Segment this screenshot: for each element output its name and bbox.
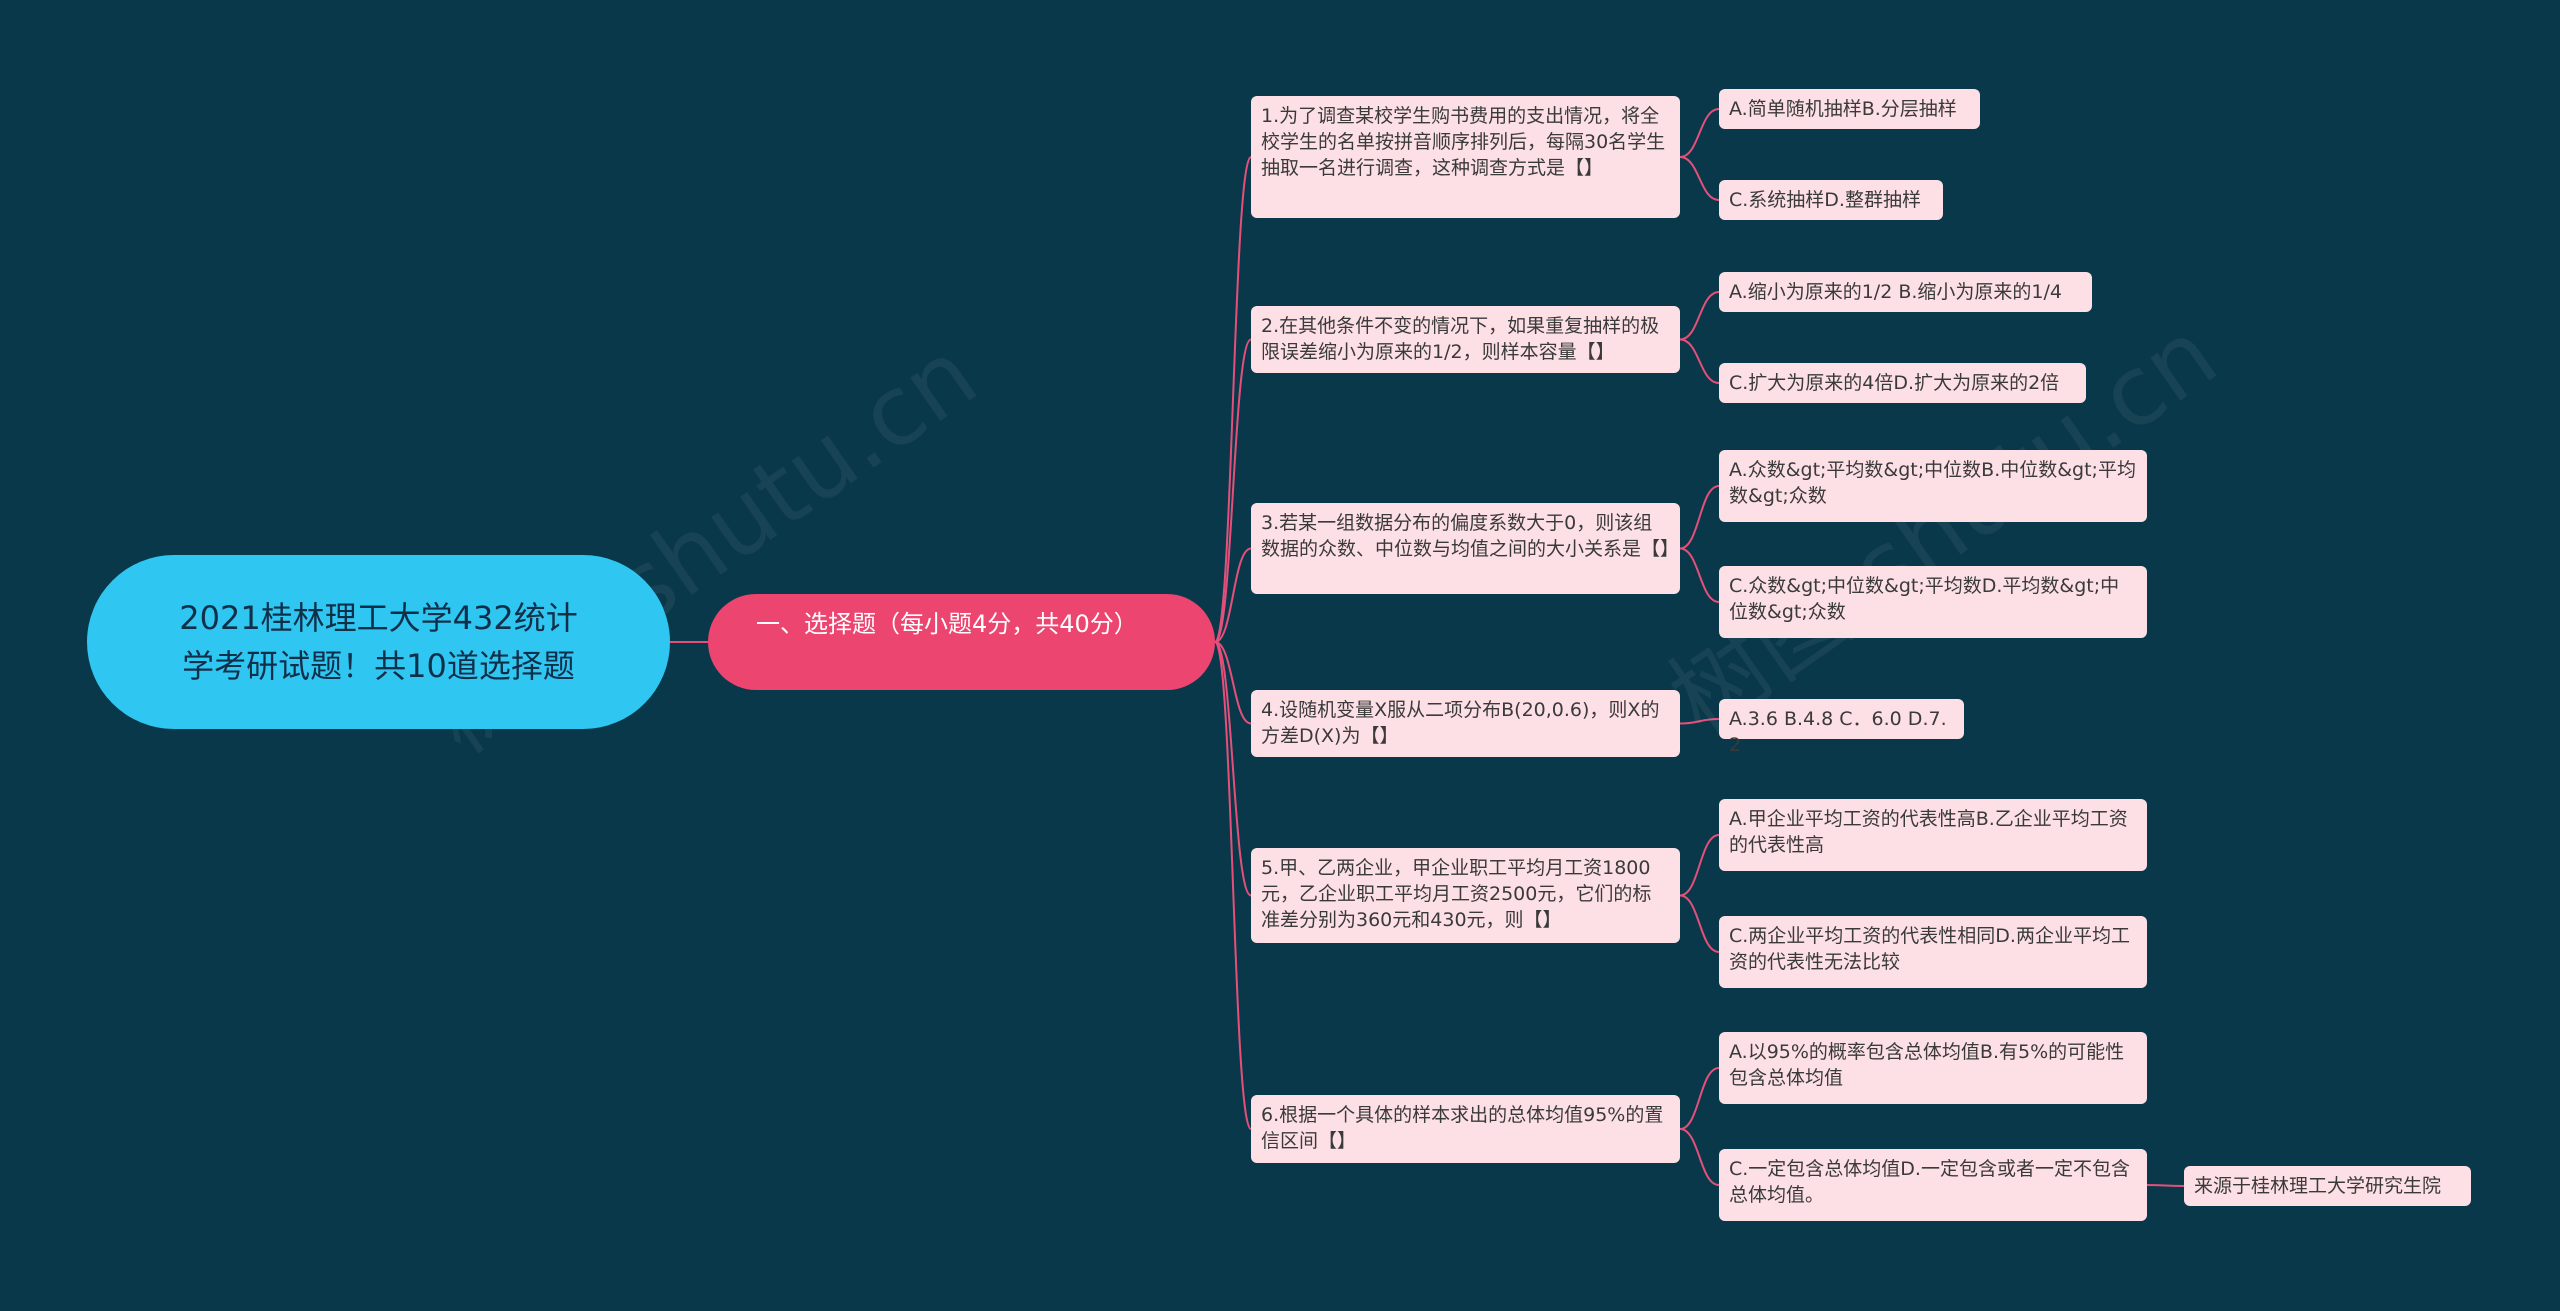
connector-question-option	[1679, 108, 1720, 158]
option-node[interactable]: A.3.6 B.4.8 C．6.0 D.7.2	[1719, 699, 1964, 756]
option-text: A.3.6 B.4.8 C．6.0 D.7.2	[1729, 708, 1947, 756]
question-node-1[interactable]: 1.为了调查某校学生购书费用的支出情况，将全校学生的名单按拼音顺序排列后，每隔3…	[1251, 96, 1680, 218]
connector-option-source	[2146, 1184, 2185, 1187]
root-title: 2021桂林理工大学432统计学考研试题！共10道选择题	[179, 599, 578, 685]
option-node[interactable]: C.系统抽样D.整群抽样	[1719, 180, 1943, 220]
connector-question-option	[1679, 1067, 1720, 1130]
question-text: 6.根据一个具体的样本求出的总体均值95%的置信区间【】	[1261, 1104, 1664, 1152]
option-node[interactable]: A.甲企业平均工资的代表性高B.乙企业平均工资的代表性高	[1719, 799, 2147, 871]
option-node[interactable]: C.两企业平均工资的代表性相同D.两企业平均工资的代表性无法比较	[1719, 916, 2147, 988]
option-node[interactable]: A.以95%的概率包含总体均值B.有5%的可能性包含总体均值	[1719, 1032, 2147, 1104]
option-node[interactable]: A.缩小为原来的1/2 B.缩小为原来的1/4	[1719, 272, 2092, 312]
option-node[interactable]: C.一定包含总体均值D.一定包含或者一定不包含总体均值。	[1719, 1149, 2147, 1221]
option-text: C.扩大为原来的4倍D.扩大为原来的2倍	[1729, 372, 2060, 394]
option-text: A.缩小为原来的1/2 B.缩小为原来的1/4	[1729, 281, 2062, 303]
connector-category-question-1	[1214, 156, 1252, 643]
connector-category-question-4	[1214, 641, 1252, 725]
question-text: 1.为了调查某校学生购书费用的支出情况，将全校学生的名单按拼音顺序排列后，每隔3…	[1261, 105, 1666, 179]
source-text: 来源于桂林理工大学研究生院	[2194, 1175, 2442, 1197]
question-node-3[interactable]: 3.若某一组数据分布的偏度系数大于0，则该组数据的众数、中位数与均值之间的大小关…	[1251, 503, 1680, 594]
connector-question-option	[1679, 485, 1720, 550]
connector-question-option	[1679, 156, 1720, 201]
connector-question-option	[1679, 338, 1720, 384]
connector-question-option	[1679, 718, 1720, 725]
option-text: C.众数&gt;中位数&gt;平均数D.平均数&gt;中位数&gt;众数	[1729, 575, 2120, 623]
option-text: C.两企业平均工资的代表性相同D.两企业平均工资的代表性无法比较	[1729, 925, 2130, 973]
option-text: C.系统抽样D.整群抽样	[1729, 189, 1921, 211]
root-topic[interactable]: 2021桂林理工大学432统计学考研试题！共10道选择题	[87, 555, 670, 729]
question-node-2[interactable]: 2.在其他条件不变的情况下，如果重复抽样的极限误差缩小为原来的1/2，则样本容量…	[1251, 306, 1680, 373]
connector-question-option	[1679, 1128, 1720, 1186]
option-node[interactable]: A.简单随机抽样B.分层抽样	[1719, 89, 1980, 129]
question-text: 5.甲、乙两企业，甲企业职工平均月工资1800元，乙企业职工平均月工资2500元…	[1261, 857, 1652, 931]
source-note[interactable]: 来源于桂林理工大学研究生院	[2184, 1166, 2471, 1206]
question-text: 2.在其他条件不变的情况下，如果重复抽样的极限误差缩小为原来的1/2，则样本容量…	[1261, 315, 1660, 363]
connector-question-option	[1679, 894, 1720, 953]
option-text: C.一定包含总体均值D.一定包含或者一定不包含总体均值。	[1729, 1158, 2130, 1206]
option-text: A.以95%的概率包含总体均值B.有5%的可能性包含总体均值	[1729, 1041, 2125, 1089]
connector-question-option	[1679, 834, 1720, 897]
option-node[interactable]: C.众数&gt;中位数&gt;平均数D.平均数&gt;中位数&gt;众数	[1719, 566, 2147, 638]
connector-category-question-5	[1214, 641, 1252, 897]
option-node[interactable]: A.众数&gt;平均数&gt;中位数B.中位数&gt;平均数&gt;众数	[1719, 450, 2147, 522]
question-node-6[interactable]: 6.根据一个具体的样本求出的总体均值95%的置信区间【】	[1251, 1095, 1680, 1163]
question-node-4[interactable]: 4.设随机变量X服从二项分布B(20,0.6)，则X的方差D(X)为【】	[1251, 690, 1680, 757]
option-text: A.众数&gt;平均数&gt;中位数B.中位数&gt;平均数&gt;众数	[1729, 459, 2136, 507]
category-node[interactable]: 一、选择题（每小题4分，共40分）	[708, 594, 1215, 690]
option-node[interactable]: C.扩大为原来的4倍D.扩大为原来的2倍	[1719, 363, 2086, 403]
connector-category-question-6	[1214, 641, 1252, 1130]
connector-category-question-2	[1214, 338, 1252, 643]
option-text: A.甲企业平均工资的代表性高B.乙企业平均工资的代表性高	[1729, 808, 2128, 856]
connector-question-option	[1679, 291, 1720, 341]
question-text: 4.设随机变量X服从二项分布B(20,0.6)，则X的方差D(X)为【】	[1261, 699, 1660, 747]
question-node-5[interactable]: 5.甲、乙两企业，甲企业职工平均月工资1800元，乙企业职工平均月工资2500元…	[1251, 848, 1680, 943]
connector-category-question-3	[1214, 547, 1252, 643]
question-text: 3.若某一组数据分布的偏度系数大于0，则该组数据的众数、中位数与均值之间的大小关…	[1261, 512, 1680, 560]
connector-question-option	[1679, 547, 1720, 603]
category-label: 一、选择题（每小题4分，共40分）	[756, 610, 1138, 638]
option-text: A.简单随机抽样B.分层抽样	[1729, 98, 1957, 120]
